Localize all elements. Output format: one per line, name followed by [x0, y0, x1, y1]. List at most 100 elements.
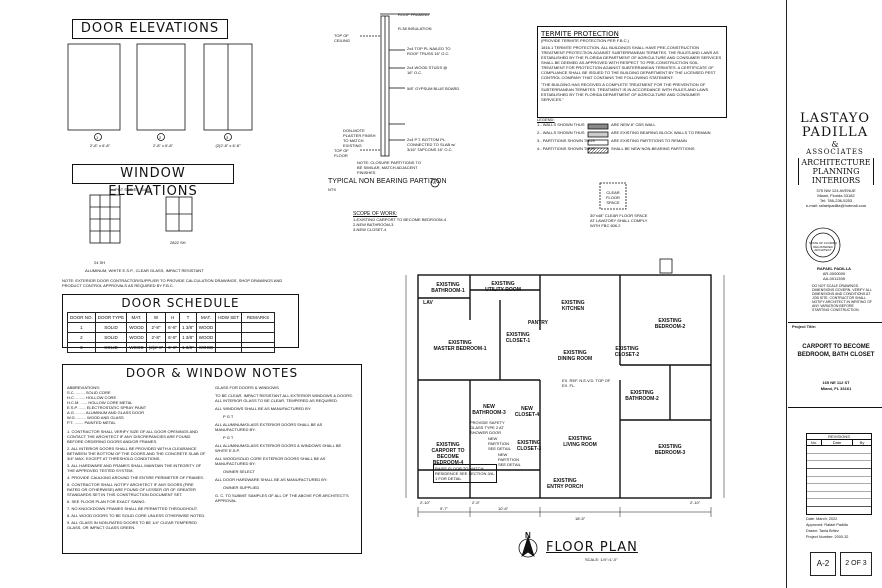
legend-desc: ARE EXISTING PARTITIONS TO REMAIN [611, 138, 687, 143]
cell: SOLID [94, 332, 128, 343]
legend-desc: ARE NEW 8" CBS WALL [611, 122, 656, 127]
abbrev-line: W.G. ........ WOOD AND GLASS [67, 415, 124, 420]
abbrev-line: A.G. ........ ALUMINUM AND GLASS DOOR [67, 410, 145, 415]
firm-amp: & [831, 140, 839, 149]
cell: 1 3/8" [179, 322, 197, 333]
abbrev-line: P.T. ........ PAINTED METAL [67, 420, 116, 425]
note-item: 2. ALL INTERIOR DOORS SHALL BE PROVIDED … [67, 446, 206, 461]
cell: WOOD [126, 332, 147, 343]
cell [241, 322, 275, 333]
callout-raise-floor: RAISE FLOOR TO MATCH RESIDENCE SEE SECTI… [433, 464, 497, 483]
dim-label: 2'-10" [690, 500, 701, 505]
notes-panel: DOOR & WINDOW NOTES ABBREVIATIONS: S.C. … [62, 364, 362, 554]
window-spec: ALUMINUM, WHITE E.S.P., CLEAR GLASS, IMP… [85, 268, 204, 273]
note-item: ALL DOOR HARDWARE SHALL BE AS MANUFACTUR… [215, 477, 328, 482]
abbrev-line: E.S.P. ...... ELECTROSTATIC SPRAY PAINT [67, 405, 147, 410]
note-item: 5. CONTRACTOR SHALL NOTIFY ARCHITECT IF … [67, 482, 196, 497]
project-addr-2: Miami, FL 33161 [820, 386, 852, 391]
partition-title: TYPICAL NON BEARING PARTITION [328, 178, 447, 185]
cell: WOOD [126, 322, 147, 333]
callout-new-partition-2: NEW PARTITION SEE DETAIL [498, 452, 521, 467]
callout-new-partition-1: NEW PARTITION SEE DETAIL [488, 436, 511, 451]
sheet-approved: Approved: Rafael Padilla [806, 523, 848, 527]
project-addr-1: 165 NE 112 ST [822, 380, 850, 385]
cell: 6'-8" [165, 342, 181, 353]
cell [215, 342, 242, 353]
partition-label-insulation: R-38 INSULATION [398, 26, 432, 31]
note-item: OWNER SELECT [223, 469, 256, 474]
door-elevation-3-size: (2)2'-8" x 6'-8" [215, 143, 241, 148]
dim-label: 18'-5" [575, 516, 586, 521]
firm-discipline: PLANNING [812, 167, 860, 176]
door-elevation-2-size: 2'-8" x 6'-8" [152, 143, 174, 148]
firm-phone: Tel: 786-236-5253 [819, 198, 853, 203]
col-remarks: REMARKS [241, 312, 275, 323]
revisions-header: No. Date By [807, 440, 871, 446]
note-item: G. C. TO SUBMIT SAMPLES OF ALL OF THE AB… [215, 493, 349, 503]
partition-label-top-plate: 2x4 TOP PL NAILED TO ROOF TRUSS 16" O.C. [407, 46, 451, 56]
cell: WOOD [195, 342, 217, 353]
cell [215, 332, 242, 343]
partition-label-gypsum: 5/8" GYPSUM BLUE BOARD [407, 86, 460, 91]
termite-text-2: "THE BUILDING HAS RECEIVED A COMPLETE TR… [541, 82, 709, 102]
window-note: NOTE: EXTERIOR DOOR CONTRACTOR/SUPPLIER … [62, 278, 283, 288]
note-item: 7. NO KNOCKDOWN FRAMES SHALL BE PERMITTE… [67, 506, 198, 511]
door-schedule-panel: DOOR SCHEDULE DOOR NO. DOOR TYPE MAT. W … [62, 294, 299, 353]
revisions-table: REVISIONS No. Date By [806, 433, 872, 515]
sheet-date: Date: March, 2022 [806, 517, 838, 521]
col-mat: MAT. [126, 312, 147, 323]
firm-discipline: ARCHITECTURE [801, 158, 871, 167]
note-item: GLASS FOR DOORS & WINDOWS [215, 385, 279, 390]
note-item: P G T [223, 414, 234, 419]
legend-desc: ARE EXISTING BEARING BLOCK WALLS TO REMA… [611, 130, 711, 135]
rev-col-by: By [859, 440, 865, 445]
scope-title: SCOPE OF WORK: [353, 211, 398, 217]
cell [241, 342, 275, 353]
col-hdw: HDW SET [215, 312, 242, 323]
firm-address: 375 NW 124 AVENUE Miami, Florida 33182 T… [800, 188, 872, 208]
col-t: T [179, 312, 197, 323]
dim-label: 2'-10" [420, 500, 431, 505]
cell: 6'-8" [165, 322, 181, 333]
col-frame-mat: MAT. [195, 312, 217, 323]
revisions-rows [807, 446, 871, 508]
note-item: 1. CONTRACTOR SHALL VERIFY SIZE OF ALL D… [67, 429, 198, 444]
legend-label: 3.- PARTITIONS SHOWN THUS [537, 138, 595, 143]
cell: WOOD [195, 332, 217, 343]
abbrev-line: H.C. ........ HOLLOW CORE [67, 395, 117, 400]
cell [241, 332, 275, 343]
project-label: Project Title: [792, 324, 817, 329]
firm-disciplines: ARCHITECTURE PLANNING INTERIORS [798, 158, 874, 185]
door-tag-1: 1 [96, 135, 99, 140]
firm-email: e-mail: rafaelpadilla@hotmail.com [805, 203, 867, 208]
window-label-1: 24 SH [94, 260, 106, 265]
partition-label-bottom-plate: 2x4 P.T. BOTTOM PL. CONNECTED TO SLAB w/… [407, 137, 456, 152]
col-h: H [165, 312, 181, 323]
notes-title: DOOR & WINDOW NOTES [125, 366, 299, 380]
door-tag-2: 2 [159, 135, 162, 140]
clear-floor-note: 30"x48" CLEAR FLOOR SPACE AT LAVATORY SH… [590, 213, 648, 228]
abbrev-line: H.C.M. ...... HOLLOW CORE METAL [67, 400, 133, 405]
termite-subtitle: (PROVIDE TERMITE PROTECTION PER F.B.C.) [541, 38, 629, 43]
door-elevations-title: DOOR ELEVATIONS [72, 19, 228, 39]
note-item: 3. ALL HARDWARE AND FRAMES SHALL MAINTAI… [67, 463, 202, 473]
table-row: 2 SOLID WOOD 2'-8" 6'-8" 1 3/8" WOOD [67, 332, 275, 343]
termite-panel: TERMITE PROTECTION (PROVIDE TERMITE PROT… [537, 26, 727, 118]
note-item: P G T [223, 435, 234, 440]
note-item: 9. ALL GLASS IN NON-RATED DOORS TO BE 1/… [67, 520, 197, 530]
partition-label-plaster: DON-MOTE PLASTER FINISH TO MATCH EXISTIN… [343, 128, 376, 148]
door-tag-3: 3 [226, 135, 229, 140]
door-elevation-1-size: 2'-8" x 6'-8" [89, 143, 111, 148]
north-label: N [525, 531, 531, 540]
partition-label-ceiling: TOP OF CEILING [334, 33, 351, 43]
cell: 6'-8" [165, 332, 181, 343]
room-pantry: PANTRY [528, 320, 548, 326]
revisions-title: REVISIONS [807, 434, 871, 440]
